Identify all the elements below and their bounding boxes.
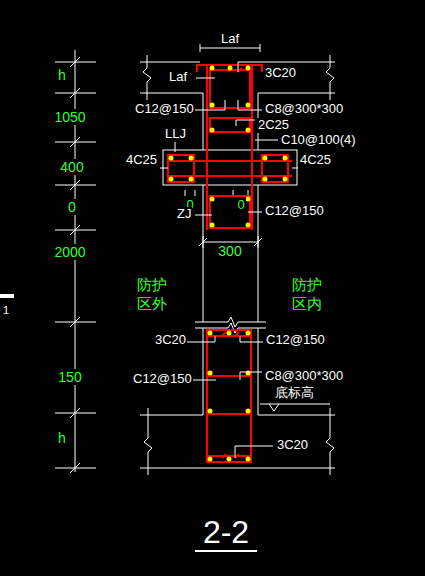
anchor-length: Laf (220, 32, 240, 47)
dimension: 150 (57, 369, 82, 385)
rebar-callout: 3C20 (264, 66, 297, 81)
rebar-callout: C8@300*300 (264, 102, 344, 117)
member-name: ZJ (176, 207, 192, 222)
dimension: 300 (217, 243, 242, 259)
section-number: 1 (2, 304, 10, 317)
dimension: 0 (236, 198, 245, 213)
dimension: 0 (67, 199, 77, 215)
rebar-callout: 3C20 (154, 333, 187, 348)
zone-label: 防护 区外 (136, 276, 172, 314)
rebar (168, 65, 292, 462)
rebar-callout: 4C25 (299, 153, 332, 168)
section-title: 2-2 (203, 516, 249, 548)
dimension: h (57, 67, 67, 83)
rebar-callout: 2C25 (257, 118, 290, 133)
rebar-callout: C12@150 (132, 372, 193, 387)
section-mark (0, 294, 14, 298)
rebar-callout: C8@300*300 (264, 369, 344, 384)
dimension: 400 (59, 159, 84, 175)
zone-label: 防护 区内 (291, 276, 327, 314)
rebar-callout: C10@100(4) (280, 133, 357, 148)
rebar-callout: C12@150 (134, 102, 195, 117)
rebar-callout: 4C25 (125, 153, 158, 168)
elevation-note: 底标高 (274, 386, 315, 401)
concrete-outline (140, 55, 335, 475)
title-underline (195, 550, 257, 552)
anchor-length: Laf (168, 70, 188, 85)
rebar-callout: 3C20 (276, 438, 309, 453)
dimension: h (57, 430, 67, 446)
rebar-callout: C12@150 (264, 204, 325, 219)
dimension: 2000 (53, 244, 86, 260)
member-name: LLJ (164, 127, 187, 142)
rebar-callout: C12@150 (265, 333, 326, 348)
dimension: 1050 (53, 109, 86, 125)
